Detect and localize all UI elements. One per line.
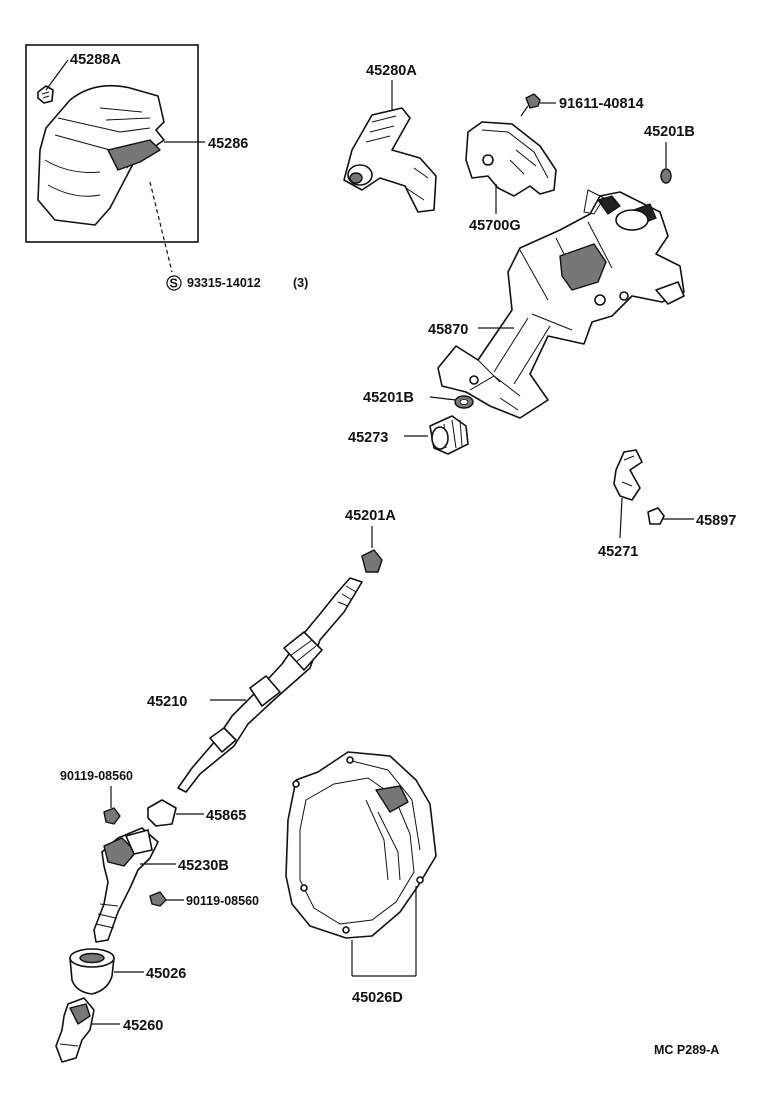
clamp-45271-group: 45271 xyxy=(598,449,643,560)
bushing-45201b-mid-group: 45201B xyxy=(363,390,474,409)
bushing-45201b-top-group: 45201B xyxy=(644,124,695,184)
seal-plate-45026d-group: 45026D xyxy=(285,751,437,1006)
label-45230b: 45230B xyxy=(178,858,229,874)
label-45271: 45271 xyxy=(598,544,638,560)
bolt-90119-08560-b xyxy=(149,891,167,907)
bolt-90119-a-group: 90119-08560 xyxy=(60,769,133,825)
bolt-91611-40814 xyxy=(525,93,541,109)
label-45897: 45897 xyxy=(696,513,736,529)
label-45273: 45273 xyxy=(348,430,388,446)
bracket-45700g-group: 45700G xyxy=(465,121,557,234)
label-45026: 45026 xyxy=(146,966,186,982)
collar-45273-group: 45273 xyxy=(348,415,469,455)
label-45026d: 45026D xyxy=(352,990,403,1006)
bolt-90119-08560-a xyxy=(103,807,121,825)
label-45210: 45210 xyxy=(147,694,187,710)
label-45201b-mid: 45201B xyxy=(363,390,414,406)
label-93315-14012: 93315-14012 xyxy=(187,276,261,290)
boot-45026-group: 45026 xyxy=(69,948,186,995)
bracket-45700g xyxy=(465,121,557,197)
bolt-91611-group: 91611-40814 xyxy=(520,93,644,117)
joint-45260-group: 45260 xyxy=(55,997,163,1063)
bushing-45201a-group: 45201A xyxy=(345,508,396,573)
lock-bracket-45280a-group: 45280A xyxy=(343,63,437,213)
clamp-45271 xyxy=(613,449,643,501)
label-45201b-top: 45201B xyxy=(644,124,695,140)
diagram-code: MC P289-A xyxy=(654,1043,719,1057)
label-45201a: 45201A xyxy=(345,508,396,524)
column-tube-45870 xyxy=(437,191,685,419)
cover-group-frame xyxy=(25,44,199,243)
label-45865: 45865 xyxy=(206,808,246,824)
bushing-45201b-top xyxy=(660,168,672,184)
label-45288a: 45288A xyxy=(70,52,121,68)
label-90119-08560-b: 90119-08560 xyxy=(186,894,259,908)
bolt-45897 xyxy=(647,507,665,525)
label-91611-40814: 91611-40814 xyxy=(559,96,644,112)
intermediate-shaft-45230b-group: 45230B xyxy=(93,827,229,943)
standard-part-letter: S xyxy=(170,277,178,291)
label-93315-qty: (3) xyxy=(293,276,308,290)
main-shaft-45210-group: 45210 xyxy=(147,577,363,793)
label-45260: 45260 xyxy=(123,1018,163,1034)
label-45870: 45870 xyxy=(428,322,468,338)
seal-plate-45026d xyxy=(285,751,437,939)
bolt-90119-b-group: 90119-08560 xyxy=(149,891,259,908)
lock-bracket-45280a xyxy=(343,107,437,213)
label-45286: 45286 xyxy=(208,136,248,152)
column-tube-45870-group: 45870 xyxy=(428,189,685,419)
bushing-45865 xyxy=(147,799,177,827)
label-45700g: 45700G xyxy=(469,218,521,234)
label-45280a: 45280A xyxy=(366,63,417,79)
clip-45288a xyxy=(37,85,54,104)
column-cover-group: 45288A 45286 S 93315-14012 (3) xyxy=(25,44,308,291)
bushing-45865-group: 45865 xyxy=(147,799,246,827)
standard-part-symbol xyxy=(166,275,182,291)
bolt-45897-group: 45897 xyxy=(647,507,736,529)
label-90119-08560-a: 90119-08560 xyxy=(60,769,133,783)
bushing-45201a xyxy=(361,549,383,573)
